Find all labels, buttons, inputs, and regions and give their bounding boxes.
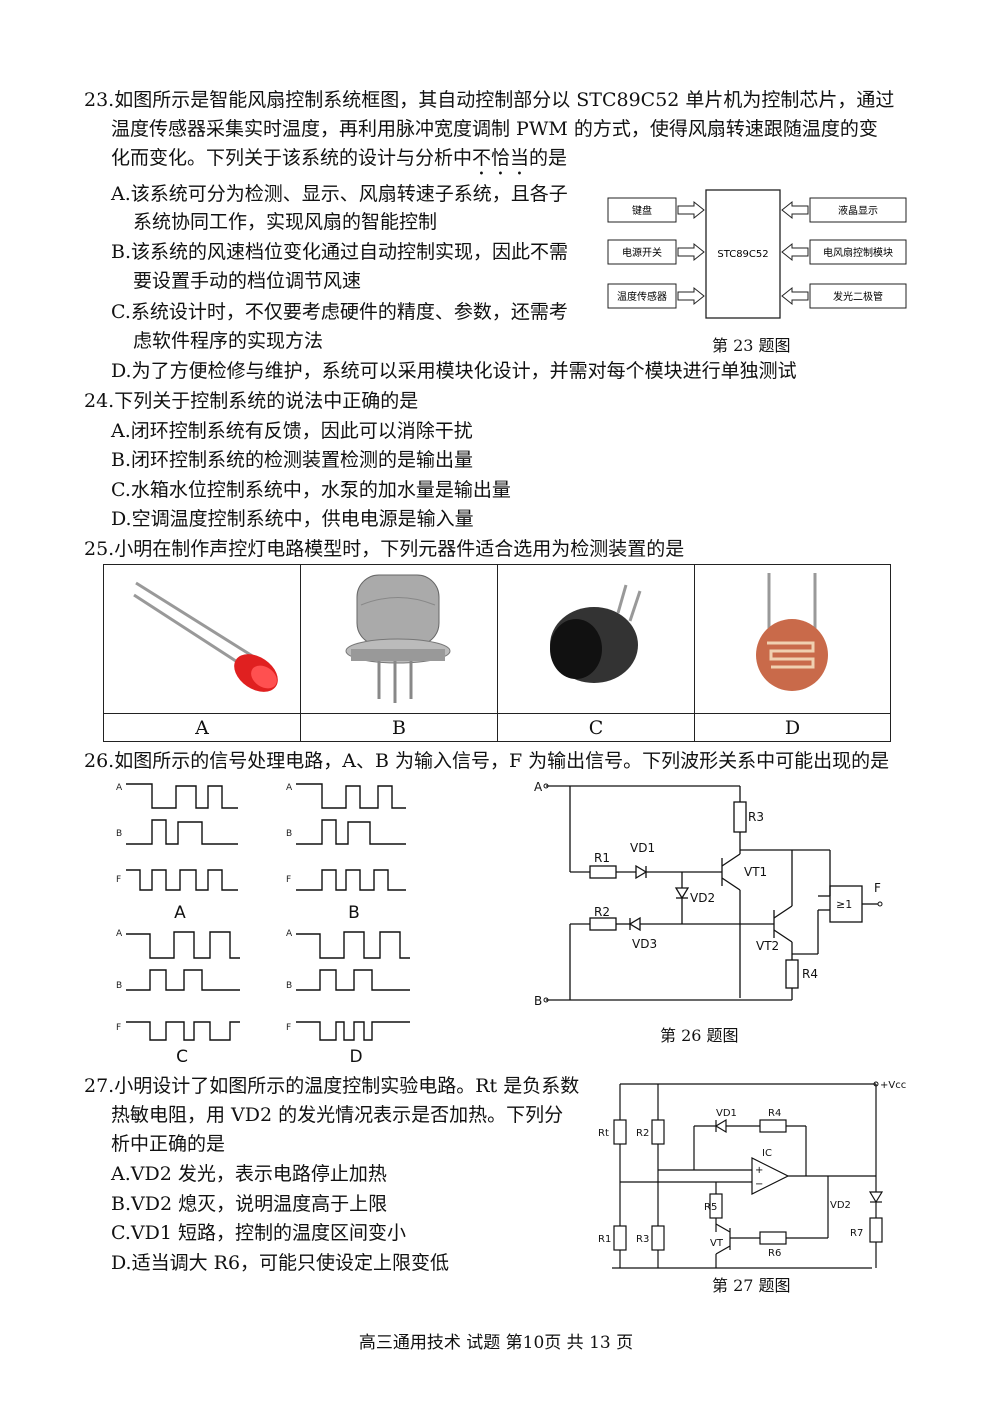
q23-option-a-line2: 系统协同工作，实现风扇的智能控制 — [133, 211, 438, 233]
r2-label: R2 — [594, 905, 610, 919]
page-footer: 高三通用技术 试题 第10页 共 13 页 — [358, 1333, 634, 1353]
r4-label: R4 — [802, 967, 818, 981]
wave-label-a4: A — [286, 929, 293, 939]
q25-image-gas-sensor — [301, 565, 498, 713]
q27-stem-line2: 热敏电阻，用 VD2 的发光情况表示是否加热。下列分 — [111, 1104, 564, 1126]
q23-caption: 第 23 题图 — [712, 336, 791, 355]
vt2-label: VT2 — [756, 939, 779, 953]
q23-option-a-line1: A.该系统可分为检测、显示、风扇转速子系统，且各子 — [111, 183, 568, 205]
q26-circuit: A B F R1 R2 R3 R4 VD1 VD2 VD3 VT1 VT2 ≥1 — [534, 780, 883, 1008]
wave-label-b4: B — [286, 981, 292, 991]
q25-label-a: A — [104, 713, 301, 741]
q25-image-photoresistor — [695, 565, 890, 713]
q25-label-b: B — [301, 713, 498, 741]
wave-label-a2: A — [286, 783, 293, 793]
block-led: 发光二极管 — [833, 290, 883, 303]
opamp-plus: + — [755, 1165, 763, 1176]
q23-option-b-line1: B.该系统的风速档位变化通过自动控制实现，因此不需 — [111, 241, 569, 263]
q23-option-d: D.为了方便检修与维护，系统可以采用模块化设计，并需对每个模块进行单独测试 — [111, 360, 797, 382]
r6-label: R6 — [768, 1248, 781, 1259]
q27-option-d: D.适当调大 R6，可能只使设定上限变低 — [111, 1252, 450, 1274]
q23-option-c-line2: 虑软件程序的实现方法 — [133, 330, 324, 352]
wave-label-b1: B — [116, 829, 122, 839]
q26-option-c-label: C — [176, 1047, 188, 1067]
wave-label-b2: B — [286, 829, 292, 839]
wave-label-f2: F — [286, 875, 291, 885]
q26-option-a-label: A — [174, 903, 186, 923]
q26-waveform-options: A B F A B F A B F A B F A B C D — [116, 783, 410, 1067]
vd2-label-27: VD2 — [830, 1200, 851, 1211]
output-f-label: F — [874, 881, 881, 895]
chip-label: STC89C52 — [717, 249, 768, 260]
q25-component-table: A B C D — [103, 564, 891, 742]
vcc-label: +Vcc — [880, 1080, 906, 1091]
r4-label-27: R4 — [768, 1108, 781, 1119]
vd3-label: VD3 — [632, 937, 657, 951]
block-fan-control: 电风扇控制模块 — [823, 246, 893, 259]
vt-label-27: VT — [710, 1238, 724, 1249]
q27-stem-line1: 27.小明设计了如图所示的温度控制实验电路。Rt 是负系数 — [84, 1075, 580, 1097]
q27-option-a: A.VD2 发光，表示电路停止加热 — [111, 1163, 387, 1185]
vd1-label: VD1 — [630, 841, 655, 855]
block-temp-sensor: 温度传感器 — [617, 290, 667, 303]
q24-stem: 24.下列关于控制系统的说法中正确的是 — [84, 390, 419, 412]
input-a-label: A — [534, 780, 543, 794]
q23-stem-line1: 23.如图所示是智能风扇控制系统框图，其自动控制部分以 STC89C52 单片机… — [84, 89, 895, 111]
wave-label-b3: B — [116, 981, 122, 991]
q24-option-b: B.闭环控制系统的检测装置检测的是输出量 — [111, 449, 474, 471]
q23-stem-line3: 化而变化。下列关于该系统的设计与分析中不恰当的是 — [111, 147, 568, 169]
q23-option-c-line1: C.系统设计时，不仅要考虑硬件的精度、参数，还需考 — [111, 301, 568, 323]
q27-caption: 第 27 题图 — [712, 1276, 791, 1295]
rt-label: Rt — [598, 1128, 609, 1139]
r5-label: R5 — [704, 1202, 717, 1213]
q26-stem: 26.如图所示的信号处理电路，A、B 为输入信号，F 为输出信号。下列波形关系中… — [84, 750, 890, 772]
opamp-minus: − — [755, 1179, 763, 1190]
q26-option-d-label: D — [349, 1047, 362, 1067]
block-lcd: 液晶显示 — [838, 204, 878, 217]
wave-label-f4: F — [286, 1023, 291, 1033]
r7-label: R7 — [850, 1228, 863, 1239]
wave-label-f3: F — [116, 1023, 121, 1033]
q23-block-diagram: STC89C52 键盘 电源开关 温度传感器 液晶显示 电风扇控制模块 发光二极… — [607, 189, 907, 319]
q27-circuit: +Vcc Rt R1 R2 R3 R4 R5 R6 R7 VD1 VD2 VT … — [598, 1080, 906, 1269]
q25-image-led — [104, 565, 301, 713]
q27-option-c: C.VD1 短路，控制的温度区间变小 — [111, 1222, 406, 1244]
wave-label-a1: A — [116, 783, 123, 793]
r2-label-27: R2 — [636, 1128, 649, 1139]
q27-stem-line3: 析中正确的是 — [111, 1133, 226, 1155]
vt1-label: VT1 — [744, 865, 767, 879]
r3-label: R3 — [748, 810, 764, 824]
wave-label-f1: F — [116, 875, 121, 885]
block-power-switch: 电源开关 — [622, 246, 662, 259]
or-gate-label: ≥1 — [836, 898, 852, 911]
wave-label-a3: A — [116, 929, 123, 939]
block-keyboard: 键盘 — [632, 204, 652, 217]
q24-option-a: A.闭环控制系统有反馈，因此可以消除干扰 — [111, 420, 473, 442]
q23-stem-line2: 温度传感器采集实时温度，再利用脉冲宽度调制 PWM 的方式，使得风扇转速跟随温度… — [111, 118, 878, 140]
q24-option-c: C.水箱水位控制系统中，水泵的加水量是输出量 — [111, 479, 511, 501]
r1-label-27: R1 — [598, 1234, 611, 1245]
vd1-label-27: VD1 — [716, 1108, 737, 1119]
q25-image-microphone — [498, 565, 695, 713]
q26-option-b-label: B — [348, 903, 360, 923]
q25-label-d: D — [695, 713, 890, 741]
q25-stem: 25.小明在制作声控灯电路模型时，下列元器件适合选用为检测装置的是 — [84, 538, 685, 560]
q26-caption: 第 26 题图 — [660, 1026, 739, 1045]
ic-label: IC — [762, 1148, 772, 1159]
vd2-label: VD2 — [690, 891, 715, 905]
q24-option-d: D.空调温度控制系统中，供电电源是输入量 — [111, 508, 474, 530]
emphasis-not-appropriate: 不恰当 — [472, 147, 530, 169]
q27-option-b: B.VD2 熄灭，说明温度高于上限 — [111, 1193, 388, 1215]
input-b-label: B — [534, 994, 542, 1008]
r3-label-27: R3 — [636, 1234, 649, 1245]
q25-label-c: C — [498, 713, 695, 741]
r1-label: R1 — [594, 851, 610, 865]
q23-option-b-line2: 要设置手动的档位调节风速 — [133, 270, 362, 292]
signal-labels: A B F A B F A B F A B F — [116, 783, 293, 1033]
